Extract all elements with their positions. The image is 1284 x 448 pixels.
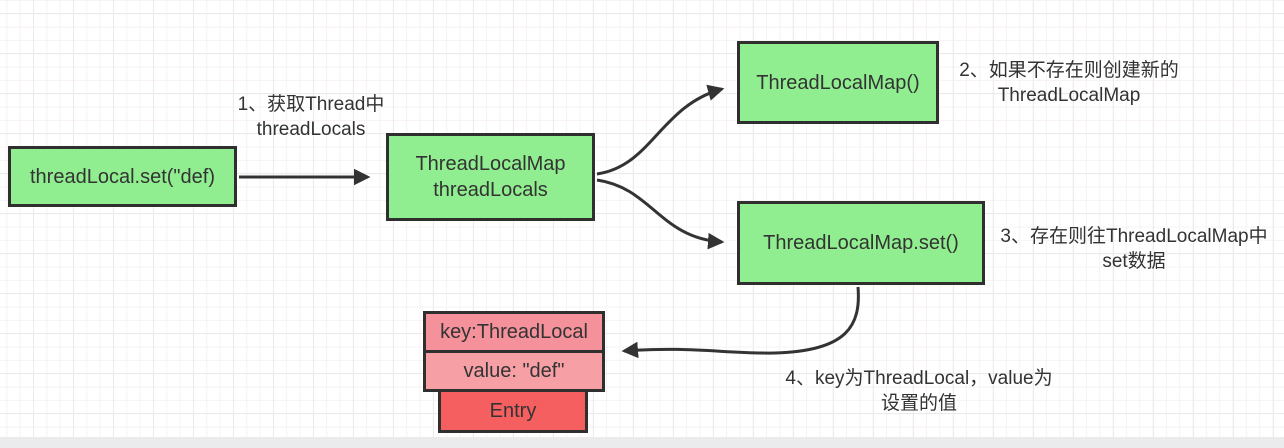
window-bottom-strip <box>0 437 1284 448</box>
annotation-step2-line2: ThreadLocalMap <box>997 85 1141 106</box>
annotation-step1-line1: 1、获取Thread中 <box>237 94 385 115</box>
node-entry-key-label: key:ThreadLocal <box>440 321 588 343</box>
node-threadlocal-set-label: threadLocal.set("def) <box>30 165 215 188</box>
node-threadlocalmap-set: ThreadLocalMap.set() <box>737 201 985 285</box>
node-entry: Entry <box>438 389 588 433</box>
annotation-step4: 4、key为ThreadLocal，value为 设置的值 <box>758 366 1080 416</box>
arrow-mapset-to-entry <box>621 286 860 359</box>
annotation-step3-line2: set数据 <box>1102 251 1166 272</box>
annotation-step4-line2: 设置的值 <box>880 393 957 414</box>
node-entry-key: key:ThreadLocal <box>423 311 605 353</box>
annotation-step4-line1: 4、key为ThreadLocal，value为 <box>785 368 1053 389</box>
node-entry-label: Entry <box>489 400 537 422</box>
annotation-step3-line1: 3、存在则往ThreadLocalMap中 <box>1000 226 1268 247</box>
annotation-step3: 3、存在则往ThreadLocalMap中 set数据 <box>986 224 1282 274</box>
annotation-step2: 2、如果不存在则创建新的 ThreadLocalMap <box>948 58 1190 108</box>
node-ctor-label: ThreadLocalMap() <box>756 71 920 94</box>
arrow-threadlocals-to-ctor <box>596 84 725 176</box>
annotation-step1: 1、获取Thread中 threadLocals <box>222 92 400 142</box>
arrow-threadlocals-to-mapset <box>596 178 725 250</box>
node-threadlocals-line1: ThreadLocalMap <box>415 153 566 175</box>
node-map-set-label: ThreadLocalMap.set() <box>763 232 959 254</box>
node-entry-value-label: value: "def" <box>463 360 565 382</box>
annotation-step1-line2: threadLocals <box>256 119 366 140</box>
node-threadlocalmap-constructor: ThreadLocalMap() <box>737 41 939 124</box>
node-threadlocals-line2: threadLocals <box>433 179 548 201</box>
node-threadlocal-set: threadLocal.set("def) <box>8 146 237 207</box>
node-threadlocalmap-threadlocals: ThreadLocalMap threadLocals <box>386 133 595 221</box>
annotation-step2-line1: 2、如果不存在则创建新的 <box>959 60 1179 81</box>
node-entry-value: value: "def" <box>423 350 605 392</box>
